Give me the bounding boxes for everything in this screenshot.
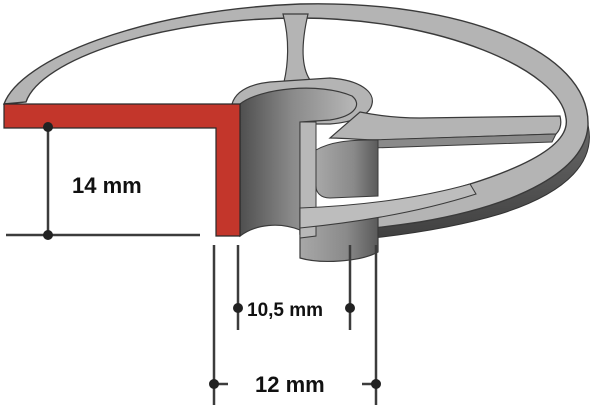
dimension-label-inner-diameter: 10,5 mm	[247, 300, 323, 321]
dimension-label-outer-diameter: 12 mm	[255, 372, 325, 397]
bushing-tube	[299, 121, 477, 262]
dimension-label-height: 14 mm	[72, 173, 142, 198]
dimension-outer-diameter: 12 mm	[209, 245, 381, 405]
section-cut	[3, 103, 241, 237]
dimension-height: 14 mm	[6, 122, 200, 240]
dimension-inner-diameter: 10,5 mm	[233, 245, 355, 330]
bushing-interior	[239, 87, 358, 238]
